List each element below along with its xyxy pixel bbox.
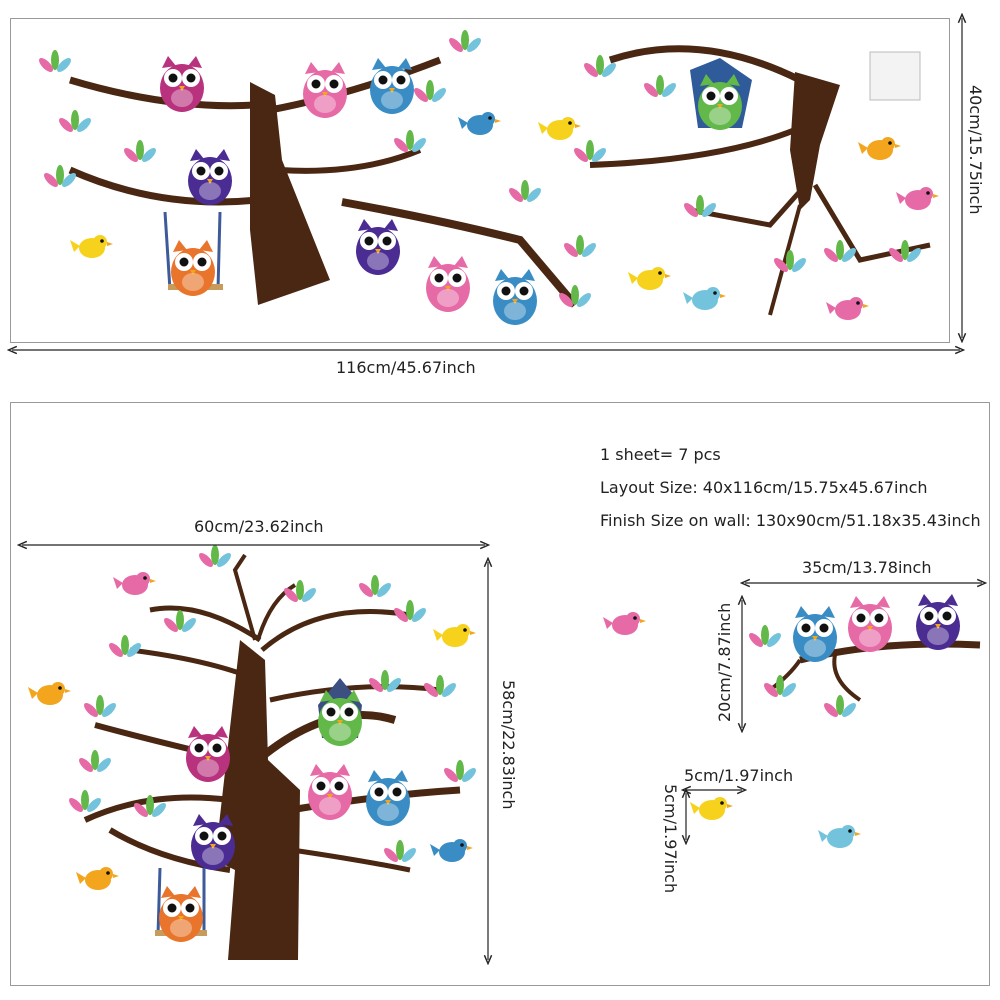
- wall-preview-panel: [10, 402, 990, 986]
- sheet-height-label: 40cm/15.75inch: [966, 85, 985, 215]
- bird-width-label: 5cm/1.97inch: [684, 766, 794, 785]
- owl-icon: [160, 56, 204, 112]
- owl-icon: [188, 149, 232, 205]
- owl-icon: [426, 256, 470, 312]
- tree-height-label: 58cm/22.83inch: [499, 680, 518, 810]
- finish-size: Finish Size on wall: 130x90cm/51.18x35.4…: [600, 511, 981, 530]
- bird-height-label: 5cm/1.97inch: [661, 784, 680, 894]
- tree-width-label: 60cm/23.62inch: [194, 517, 324, 536]
- assembled-tree-decal: [28, 545, 479, 960]
- owl-icon: [493, 269, 537, 325]
- product-label-thumbnail: [869, 51, 921, 101]
- bird-icon: [628, 267, 671, 290]
- branch-width-label: 35cm/13.78inch: [802, 558, 932, 577]
- bird-icon: [683, 287, 726, 310]
- pieces-count: 1 sheet= 7 pcs: [600, 445, 721, 464]
- owl-icon: [370, 58, 414, 114]
- bird-icon: [858, 137, 901, 160]
- sheet-width-label: 116cm/45.67inch: [336, 358, 476, 377]
- top-right-tree-sticker: [538, 45, 939, 320]
- bird-icon: [538, 117, 581, 140]
- top-left-tree-sticker: [36, 30, 501, 305]
- bird-icon: [826, 297, 869, 320]
- branch-decal-sample: [746, 594, 981, 720]
- branch-height-label: 20cm/7.87inch: [715, 602, 734, 722]
- bird-icon: [458, 112, 501, 135]
- top-middle-branch-sticker: [341, 180, 599, 325]
- layout-size: Layout Size: 40x116cm/15.75x45.67inch: [600, 478, 928, 497]
- owl-icon: [171, 240, 215, 296]
- owl-icon: [356, 219, 400, 275]
- bird-icon: [70, 235, 113, 258]
- bird-icon: [896, 187, 939, 210]
- owl-icon: [698, 74, 742, 130]
- owl-icon: [303, 62, 347, 118]
